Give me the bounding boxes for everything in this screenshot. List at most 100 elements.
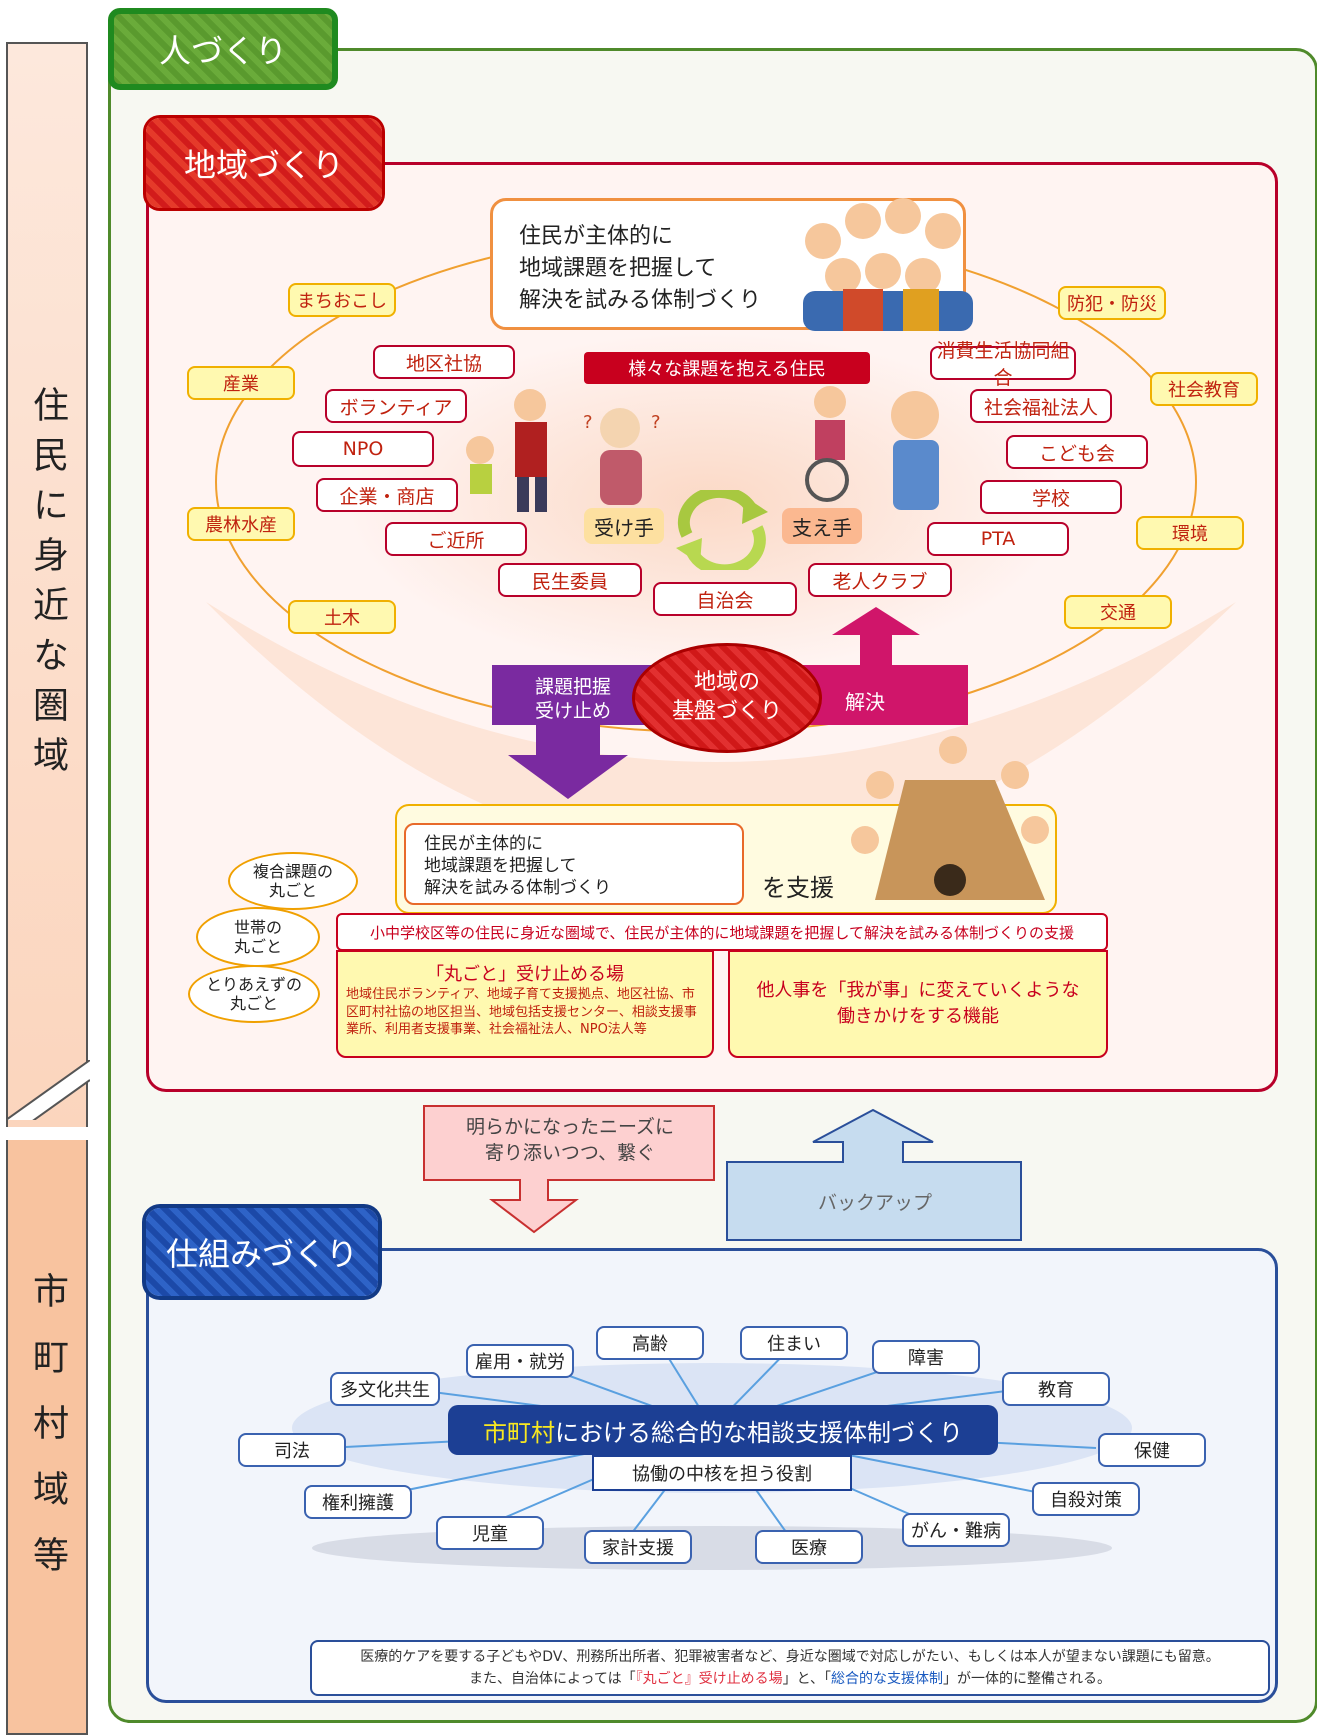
side-label-municipal: 市町村域等 bbox=[6, 1140, 88, 1735]
bubble-line: 丸ごと bbox=[229, 994, 278, 1013]
field-item: 家計支援 bbox=[584, 1530, 692, 1564]
outer-item: 防犯・防災 bbox=[1058, 286, 1166, 320]
shikumi-note: 医療的ケアを要する子どもやDV、刑務所出所者、犯罪被害者など、身近な圏域で対応し… bbox=[310, 1640, 1270, 1696]
inner-item: 地区社協 bbox=[373, 345, 515, 379]
outer-item: 産業 bbox=[187, 366, 295, 400]
connect-down-label: 明らかになったニーズに 寄り添いつつ、繋ぐ bbox=[424, 1108, 716, 1174]
top-goal-box: 住民が主体的に 地域課題を把握して 解決を試みる体制づくり bbox=[490, 198, 973, 331]
note-part: 」が一体的に整備される。 bbox=[943, 1671, 1112, 1688]
shikumi-center-rest: における総合的な相談支援体制づくり bbox=[555, 1418, 963, 1447]
note-highlight-blue: 総合的な支援体制 bbox=[831, 1671, 944, 1688]
left-arrow-line: 課題把握 bbox=[534, 676, 611, 699]
svg-text:?: ? bbox=[583, 412, 593, 433]
field-item: 権利擁護 bbox=[304, 1485, 412, 1519]
inner-item: NPO bbox=[292, 431, 434, 467]
side-label-local: 住民に身近な圏域 bbox=[6, 42, 88, 1127]
svg-text:?: ? bbox=[651, 412, 661, 433]
foundation-line: 地域の bbox=[693, 670, 760, 696]
field-item: 医療 bbox=[755, 1530, 863, 1564]
shikumi-center-sub: 協働の中核を担う役割 bbox=[592, 1455, 852, 1491]
side-bottom-text: 市町村域等 bbox=[27, 1271, 68, 1602]
shikumi-center-title: 市町村における総合的な相談支援体制づくり bbox=[448, 1405, 998, 1455]
meeting-illustration bbox=[851, 736, 1049, 900]
bubble-household: 世帯の丸ごと bbox=[196, 907, 320, 967]
field-item: 雇用・就労 bbox=[466, 1344, 574, 1378]
bubble-complex: 複合課題の丸ごと bbox=[228, 852, 358, 910]
inner-item: 自治会 bbox=[653, 582, 797, 616]
support-line: 住民が主体的に bbox=[424, 834, 543, 854]
connect-down-arrow bbox=[423, 1105, 715, 1234]
bubble-line: 丸ごと bbox=[268, 881, 317, 900]
field-item: 障害 bbox=[872, 1340, 980, 1374]
bubble-line: 丸ごと bbox=[233, 937, 282, 956]
receiver-label: 受け手 bbox=[584, 508, 664, 544]
support-suffix: を支援 bbox=[762, 874, 834, 902]
cycle-arrows-icon bbox=[676, 490, 768, 570]
foundation-circle: 地域の 基盤づくり bbox=[632, 643, 822, 753]
outer-item: まちおこし bbox=[288, 283, 396, 317]
shikumi-tag: 仕組みづくり bbox=[146, 1208, 378, 1296]
inner-item: こども会 bbox=[1006, 435, 1148, 469]
wagakoto-line: 働きかけをする機能 bbox=[837, 1006, 999, 1027]
support-inner-box: 住民が主体的に 地域課題を把握して 解決を試みる体制づくり bbox=[404, 823, 744, 905]
maru-panel: 「丸ごと」受け止める場 地域住民ボランティア、地域子育て支援拠点、地区社協、市区… bbox=[336, 950, 714, 1058]
note-part: また、自治体によっては bbox=[468, 1671, 622, 1688]
outer-item: 土木 bbox=[288, 600, 396, 634]
chiiki-label: 地域づくり bbox=[183, 146, 344, 184]
crowd-illustration bbox=[803, 198, 973, 331]
outer-item: 社会教育 bbox=[1150, 372, 1258, 406]
shikumi-label: 仕組みづくり bbox=[165, 1235, 358, 1273]
flow-arrows bbox=[492, 607, 968, 799]
field-item: 住まい bbox=[740, 1326, 848, 1360]
field-item: 保健 bbox=[1098, 1433, 1206, 1467]
top-goal-line: 住民が主体的に bbox=[519, 224, 674, 249]
residents-illustration: ?? bbox=[466, 386, 939, 512]
outer-item: 交通 bbox=[1064, 595, 1172, 629]
top-goal-line: 解決を試みる体制づくり bbox=[519, 287, 762, 313]
top-goal-line: 地域課題を把握して bbox=[519, 255, 717, 281]
wagakoto-panel: 他人事を「我が事」に変えていくような 働きかけをする機能 bbox=[728, 950, 1108, 1058]
solve-label: 解決 bbox=[845, 689, 885, 714]
outer-item: 環境 bbox=[1136, 516, 1244, 550]
backup-label: バックアップ bbox=[817, 1191, 932, 1214]
field-item: がん・難病 bbox=[902, 1513, 1010, 1547]
maru-panel-title: 「丸ごと」受け止める場 bbox=[426, 964, 624, 985]
chiiki-tag: 地域づくり bbox=[146, 118, 382, 208]
inner-item: 企業・商店 bbox=[316, 478, 458, 512]
left-arrow-label: 課題把握 受け止め bbox=[508, 672, 638, 728]
supporter-label: 支え手 bbox=[782, 508, 862, 544]
field-item: 児童 bbox=[436, 1516, 544, 1550]
side-divider bbox=[6, 1060, 90, 1120]
support-banner: 小中学校区等の住民に身近な圏域で、住民が主体的に地域課題を把握して解決を試みる体… bbox=[336, 913, 1108, 951]
wagakoto-line: 他人事を「我が事」に変えていくような bbox=[756, 979, 1080, 1001]
bubble-line: とりあえずの bbox=[205, 974, 302, 994]
connect-line: 寄り添いつつ、繋ぐ bbox=[484, 1142, 656, 1164]
support-inner-text: 住民が主体的に 地域課題を把握して 解決を試みる体制づくり bbox=[424, 833, 611, 899]
top-goal-text: 住民が主体的に 地域課題を把握して 解決を試みる体制づくり bbox=[519, 221, 761, 317]
maru-panel-body: 地域住民ボランティア、地域子育て支援拠点、地区社協、市区町村社協の地区担当、地域… bbox=[346, 987, 697, 1038]
outer-item: 農林水産 bbox=[187, 507, 295, 541]
inner-item: ボランティア bbox=[325, 389, 467, 423]
bubble-first: とりあえずの丸ごと bbox=[188, 965, 320, 1023]
shikumi-center-highlight: 市町村 bbox=[483, 1418, 555, 1447]
note-line2: また、自治体によっては「『丸ごと』受け止める場」と、「総合的な支援体制」が一体的… bbox=[468, 1671, 1112, 1688]
inner-item: 消費生活協同組合 bbox=[930, 340, 1076, 389]
support-line: 解決を試みる体制づくり bbox=[424, 878, 611, 899]
inner-item: ご近所 bbox=[385, 522, 527, 556]
connect-line: 明らかになったニーズに bbox=[465, 1116, 675, 1139]
inner-item: 社会福祉法人 bbox=[970, 389, 1112, 423]
inner-item: PTA bbox=[927, 522, 1069, 556]
side-top-text: 住民に身近な圏域 bbox=[27, 385, 68, 786]
foundation-line: 基盤づくり bbox=[671, 699, 782, 724]
bubble-line: 複合課題の bbox=[252, 861, 333, 881]
support-line: 地域課題を把握して bbox=[424, 856, 577, 877]
hitozukuri-tag: 人づくり bbox=[108, 8, 338, 90]
field-item: 教育 bbox=[1002, 1372, 1110, 1406]
field-item: 多文化共生 bbox=[330, 1372, 440, 1406]
note-part: 」と、「 bbox=[782, 1671, 832, 1688]
inner-item: 老人クラブ bbox=[808, 563, 952, 597]
hitozukuri-label: 人づくり bbox=[158, 32, 287, 70]
backup-up-arrow bbox=[726, 1108, 1022, 1241]
field-item: 司法 bbox=[238, 1433, 346, 1467]
inner-item: 学校 bbox=[980, 480, 1122, 514]
